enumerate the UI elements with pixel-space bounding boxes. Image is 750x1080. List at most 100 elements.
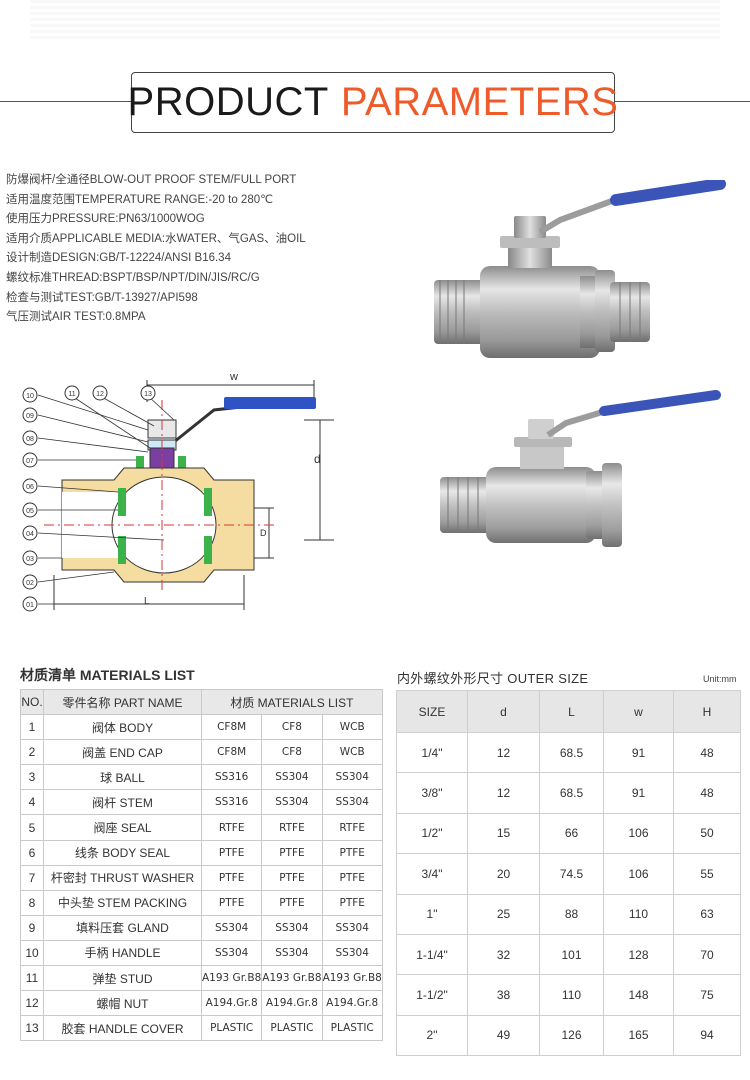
- col-header-part: 零件名称 PART NAME: [43, 688, 202, 716]
- cell-material: PTFE: [321, 864, 383, 891]
- cell-value: 94: [673, 1014, 741, 1057]
- cell-material: PTFE: [321, 839, 383, 866]
- unit-label: Unit:mm: [703, 674, 737, 684]
- cell-no: 10: [20, 939, 44, 967]
- title-rule-right: [615, 101, 750, 102]
- cell-no: 11: [20, 965, 44, 992]
- cell-material: SS304: [261, 789, 323, 816]
- dim-L-label: L: [144, 596, 150, 607]
- cell-part-name: 阀体 BODY: [43, 714, 202, 741]
- cell-no: 12: [20, 990, 44, 1017]
- title-rule-left: [0, 101, 131, 102]
- cell-value: 110: [539, 974, 604, 1016]
- cell-part-name: 球 BALL: [43, 764, 202, 791]
- callout-02: 02: [26, 580, 34, 587]
- callout-01: 01: [26, 602, 34, 609]
- cell-value: 68.5: [539, 772, 604, 814]
- cell-material: SS304: [321, 764, 383, 791]
- spec-line: 螺纹标准THREAD:BSPT/BSP/NPT/DIN/JIS/RC/G: [6, 271, 260, 284]
- cell-size: 3/8": [396, 772, 468, 814]
- cell-material: SS304: [321, 914, 383, 941]
- col-header: H: [673, 690, 741, 733]
- cell-value: 70: [673, 933, 741, 976]
- callout-11: 11: [68, 391, 75, 398]
- cell-no: 6: [20, 839, 44, 866]
- materials-header-row: NO. 零件名称 PART NAME 材质 MATERIALS LIST: [20, 688, 383, 716]
- cell-no: 7: [20, 864, 44, 891]
- cell-part-name: 线条 BODY SEAL: [43, 839, 202, 866]
- cell-part-name: 阀座 SEAL: [43, 814, 202, 841]
- dim-w-label: w: [229, 371, 238, 383]
- cell-material: PTFE: [200, 839, 263, 866]
- cell-material: PTFE: [261, 889, 323, 916]
- cell-value: 63: [673, 893, 741, 935]
- cell-material: A194.Gr.8: [321, 990, 383, 1017]
- top-decorative-band: [30, 0, 720, 40]
- cell-material: PLASTIC: [200, 1015, 263, 1042]
- col-header: w: [603, 690, 674, 733]
- spec-line: 设计制造DESIGN:GB/T-12224/ANSI B16.34: [6, 252, 231, 265]
- cell-value: 126: [539, 1014, 604, 1057]
- cell-value: 148: [603, 974, 674, 1016]
- callout-09: 09: [26, 413, 34, 420]
- cell-value: 50: [673, 812, 741, 855]
- cell-no: 9: [20, 914, 44, 941]
- spec-line: 气压测试AIR TEST:0.8MPA: [6, 311, 146, 324]
- cell-material: PTFE: [200, 864, 263, 891]
- cell-value: 66: [539, 812, 604, 855]
- col-header-materials: 材质 MATERIALS LIST: [201, 688, 383, 716]
- cell-material: PLASTIC: [321, 1015, 383, 1042]
- callout-03: 03: [26, 556, 34, 563]
- cell-part-name: 手柄 HANDLE: [43, 939, 202, 967]
- callout-06: 06: [26, 484, 34, 491]
- cell-value: 68.5: [539, 731, 604, 774]
- cell-part-name: 胶套 HANDLE COVER: [43, 1015, 202, 1042]
- cell-size: 1-1/4": [396, 933, 468, 976]
- page-title: PRODUCT PARAMETERS: [128, 72, 618, 133]
- cell-value: 88: [539, 893, 604, 935]
- cell-material: SS304: [321, 939, 383, 967]
- cell-value: 20: [467, 853, 540, 895]
- cell-material: SS304: [200, 939, 263, 967]
- cell-material: A193 Gr.B8: [321, 965, 383, 992]
- spec-line: 适用介质APPLICABLE MEDIA:水WATER、气GAS、油OIL: [6, 232, 306, 245]
- cell-value: 48: [673, 772, 741, 814]
- cell-part-name: 杆密封 THRUST WASHER: [43, 864, 202, 891]
- spec-list: 防爆阀杆/全通径BLOW-OUT PROOF STEM/FULL PORT 适用…: [6, 171, 336, 328]
- cell-size: 1/2": [396, 812, 468, 855]
- col-header: L: [539, 690, 604, 733]
- dim-D-label: D: [260, 528, 267, 538]
- ball-valve-photo-2: [440, 390, 721, 547]
- cell-size: 1-1/2": [396, 974, 468, 1016]
- cell-value: 48: [673, 731, 741, 774]
- cell-material: SS304: [261, 939, 323, 967]
- cell-material: SS304: [261, 764, 323, 791]
- cell-no: 13: [20, 1015, 44, 1042]
- cell-size: 1": [396, 893, 468, 935]
- callout-12: 12: [96, 391, 104, 398]
- cell-material: A193 Gr.B8: [200, 965, 263, 992]
- cell-value: 38: [467, 974, 540, 1016]
- cell-value: 101: [539, 933, 604, 976]
- cell-value: 128: [603, 933, 674, 976]
- title-part-2: PARAMETERS: [340, 80, 619, 124]
- cell-part-name: 阀杆 STEM: [43, 789, 202, 816]
- cell-no: 4: [20, 789, 44, 816]
- cell-part-name: 阀盖 END CAP: [43, 739, 202, 766]
- dim-d-label: d: [314, 452, 321, 466]
- cell-material: PTFE: [200, 889, 263, 916]
- ball-valve-photo-1: [434, 180, 726, 358]
- cell-material: RTFE: [261, 814, 323, 841]
